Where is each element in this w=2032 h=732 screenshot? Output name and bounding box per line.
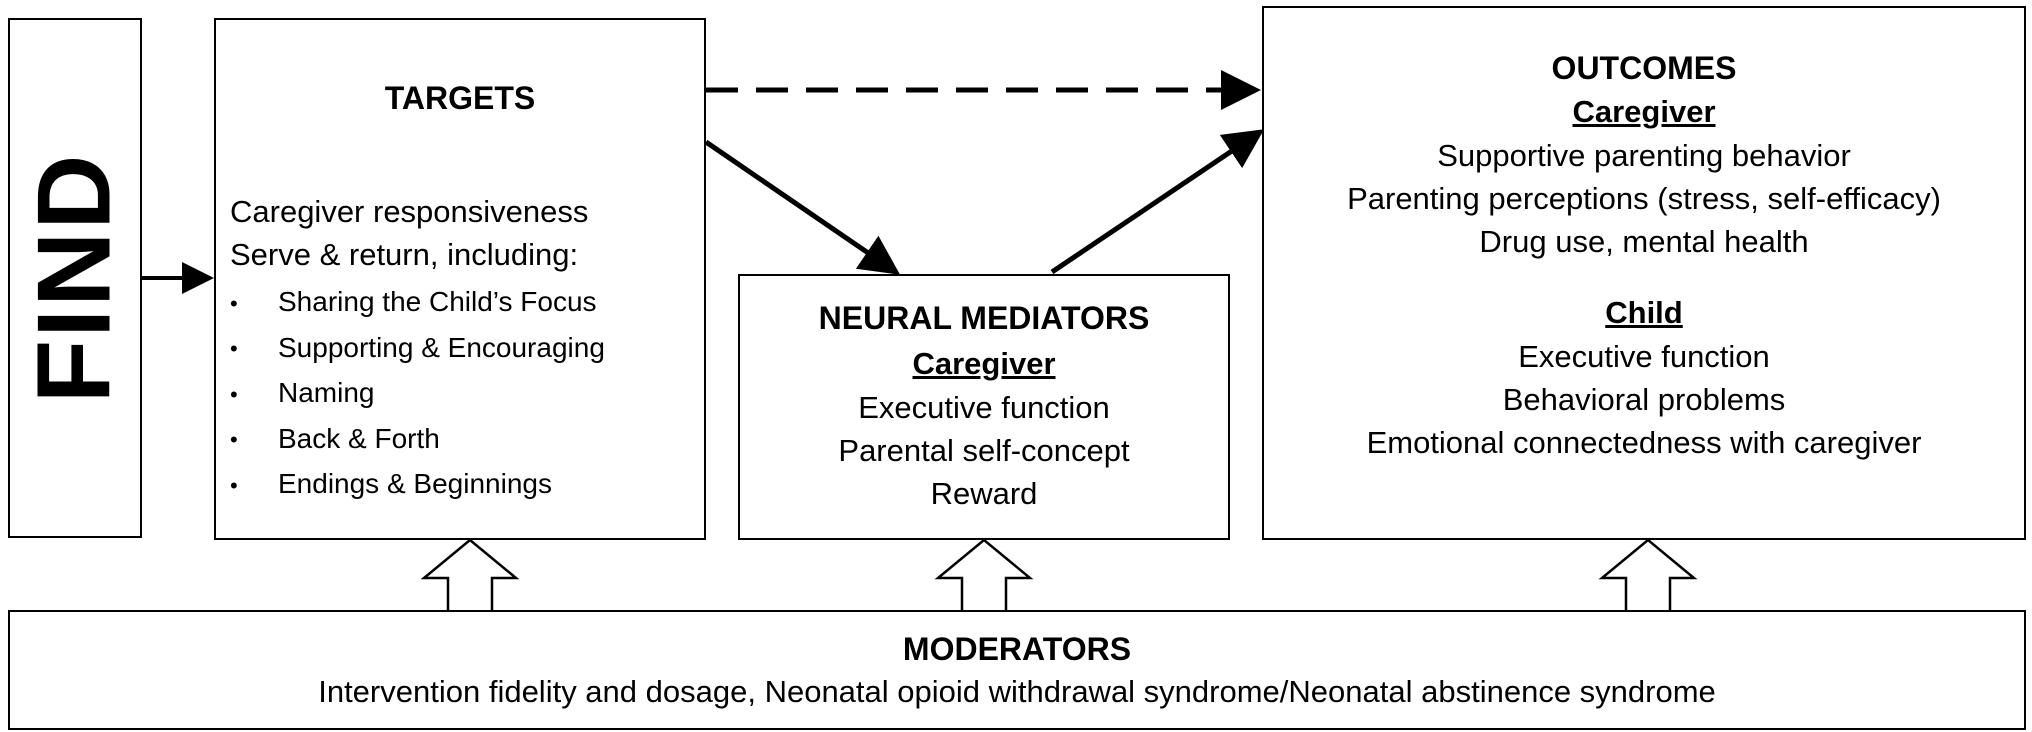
outcomes-title: OUTCOMES: [1551, 50, 1737, 86]
bullet-icon: •: [230, 290, 238, 316]
bullet-icon: •: [230, 473, 238, 499]
targets-lines: Caregiver responsiveness Serve & return,…: [230, 190, 588, 276]
outcomes-caregiver-item: Drug use, mental health: [1479, 224, 1809, 259]
bullet-text: Endings & Beginnings: [278, 468, 552, 500]
targets-line-responsiveness: Caregiver responsiveness: [230, 194, 589, 229]
list-item: • Back & Forth: [230, 417, 605, 463]
bullet-icon: •: [230, 381, 238, 407]
targets-box: TARGETS Caregiver responsiveness Serve &…: [214, 18, 706, 540]
bullet-text: Supporting & Encouraging: [278, 331, 605, 363]
neural-mediators-box: NEURAL MEDIATORS Caregiver Executive fun…: [738, 274, 1230, 540]
outcomes-child-item: Emotional connectedness with caregiver: [1366, 425, 1922, 460]
neural-mediators-title: NEURAL MEDIATORS: [818, 300, 1150, 336]
targets-title: TARGETS: [384, 80, 536, 116]
targets-bullet-list: • Sharing the Child’s Focus • Supporting &…: [230, 280, 605, 508]
find-label: FIND: [16, 152, 133, 404]
outcomes-caregiver-subtitle: Caregiver: [1572, 94, 1716, 129]
targets-line-serve-return: Serve & return, including:: [230, 237, 579, 272]
neural-item-self-concept: Parental self-concept: [838, 433, 1130, 468]
bullet-icon: •: [230, 336, 238, 362]
outcomes-child-item: Behavioral problems: [1502, 382, 1786, 417]
neural-caregiver-subtitle: Caregiver: [912, 346, 1056, 381]
bullet-text: Naming: [278, 377, 375, 409]
outcomes-child-item: Executive function: [1518, 339, 1770, 374]
moderators-text: Intervention fidelity and dosage, Neonat…: [318, 674, 1716, 709]
moderators-title: MODERATORS: [902, 631, 1132, 667]
outcomes-caregiver-item: Supportive parenting behavior: [1437, 138, 1851, 173]
bullet-text: Back & Forth: [278, 422, 440, 454]
bullet-text: Sharing the Child’s Focus: [278, 286, 597, 317]
moderators-box: MODERATORS Intervention fidelity and dos…: [8, 610, 2026, 730]
list-item: • Sharing the Child’s Focus: [230, 280, 605, 326]
outcomes-child-subtitle: Child: [1605, 295, 1683, 330]
arrow-neural-to-outcomes: [1050, 129, 1265, 275]
block-arrow-moderators-to-outcomes: [1598, 538, 1698, 610]
outcomes-box: OUTCOMES Caregiver Supportive parenting …: [1262, 6, 2026, 540]
block-arrow-moderators-to-targets: [420, 538, 520, 610]
neural-item-reward: Reward: [930, 476, 1038, 511]
bullet-icon: •: [230, 427, 238, 453]
find-box: FIND: [8, 18, 142, 538]
list-item: • Naming: [230, 371, 605, 417]
outcomes-caregiver-item: Parenting perceptions (stress, self-effi…: [1347, 181, 1941, 216]
list-item: • Supporting & Encouraging: [230, 326, 605, 372]
arrow-targets-to-neural: [704, 139, 901, 275]
neural-item-executive-function: Executive function: [858, 390, 1110, 425]
list-item: • Endings & Beginnings: [230, 462, 605, 508]
block-arrow-moderators-to-neural: [934, 538, 1034, 610]
